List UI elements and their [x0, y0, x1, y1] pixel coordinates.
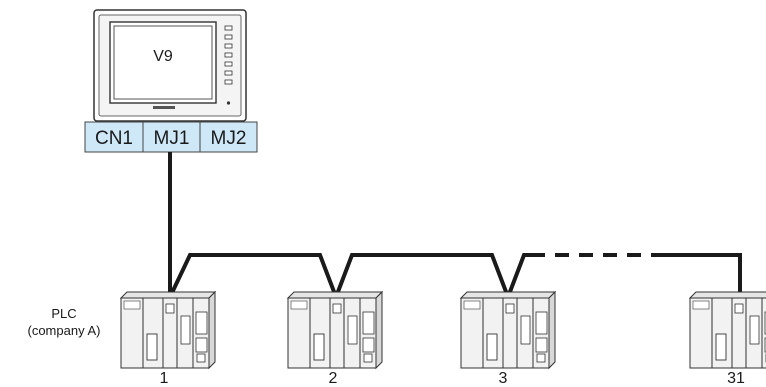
port-mj1-label: MJ1 [154, 128, 190, 149]
port-mj1: MJ1 [142, 121, 201, 153]
network-cable [168, 152, 742, 303]
plc-unit-icon [460, 291, 556, 369]
port-mj2: MJ2 [199, 121, 258, 153]
hmi-panel-icon [93, 9, 247, 122]
hmi-screen-label: V9 [153, 48, 173, 65]
plc-label-line2: (company A) [28, 323, 101, 338]
station-number-2: 2 [329, 370, 338, 387]
station-number-1: 1 [160, 370, 169, 387]
station-number-31: 31 [727, 370, 745, 387]
plc-unit-icon [287, 291, 383, 369]
plc-unit-icon [120, 291, 216, 369]
port-cn1: CN1 [84, 121, 144, 153]
plc-label-line1: PLC [51, 306, 76, 321]
port-cn1-label: CN1 [95, 128, 133, 149]
port-mj2-label: MJ2 [211, 128, 247, 149]
station-number-3: 3 [499, 370, 508, 387]
plc-unit-icon [689, 291, 766, 369]
